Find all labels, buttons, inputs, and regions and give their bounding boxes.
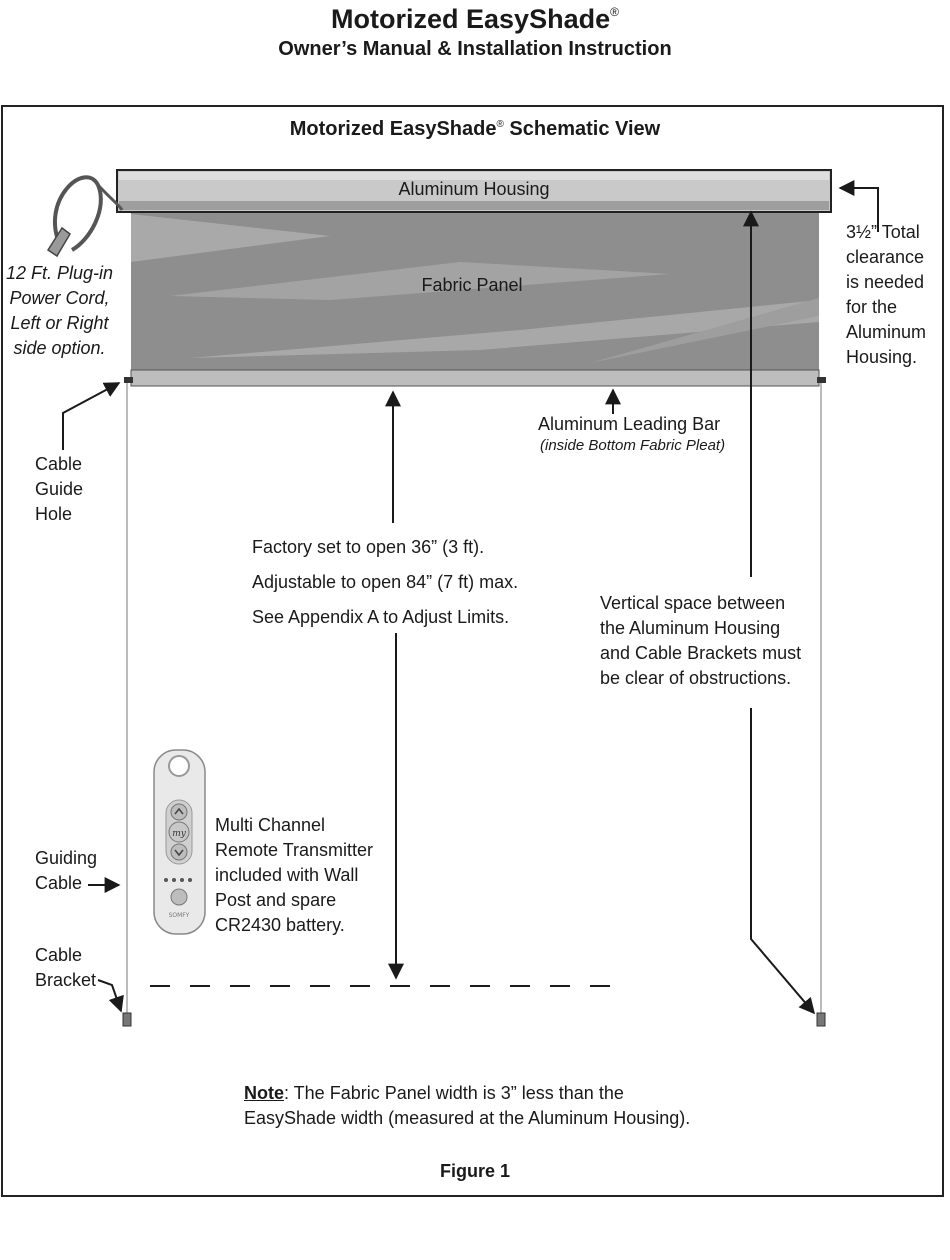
- remote-down-button-icon: [170, 843, 188, 861]
- cable-bracket-label: Cable Bracket: [35, 943, 96, 993]
- factory-settings-label: Factory set to open 36” (3 ft). Adjustab…: [252, 530, 518, 635]
- schematic-title-suffix: Schematic View: [503, 118, 661, 140]
- remote-up-button-icon: [170, 803, 188, 821]
- cable-guide-hole-line-3: Hole: [35, 504, 73, 524]
- vertical-space-line-1: Vertical space between: [600, 593, 786, 613]
- guiding-cable-label: Guiding Cable: [35, 846, 97, 896]
- clearance-line-6: Housing.: [846, 347, 918, 367]
- cable-bracket-line-2: Bracket: [35, 970, 97, 990]
- cable-bracket-arrow: [97, 979, 124, 1013]
- remote-stop-button-icon: [170, 888, 188, 906]
- fabric-panel-label: Fabric Panel: [421, 275, 523, 295]
- cable-guide-hole-right: [817, 377, 826, 383]
- power-cord-line-2: Power Cord,: [9, 288, 110, 308]
- aluminum-housing: [116, 169, 832, 213]
- cable-guide-hole-line-1: Cable: [35, 454, 83, 474]
- power-cord-label: 12 Ft. Plug-in Power Cord, Left or Right…: [2, 261, 117, 361]
- factory-line-3: See Appendix A to Adjust Limits.: [252, 607, 510, 627]
- clearance-line-1: 3½” Total: [846, 222, 920, 242]
- vertical-space-line-4: be clear of obstructions.: [600, 668, 792, 688]
- power-cord-line-3: Left or Right: [10, 313, 109, 333]
- cable-bracket-line-1: Cable: [35, 945, 83, 965]
- document-subtitle: Owner’s Manual & Installation Instructio…: [278, 38, 672, 60]
- cable-guide-hole-left: [124, 377, 133, 383]
- schematic-title: Motorized EasyShade® Schematic View: [0, 118, 950, 141]
- title-text: Motorized EasyShade: [331, 4, 611, 34]
- guiding-cable-line-1: Guiding: [35, 848, 98, 868]
- aluminum-housing-label: Aluminum Housing: [398, 179, 550, 199]
- remote-line-2: Remote Transmitter: [215, 840, 374, 860]
- schematic-registered-mark: ®: [496, 119, 504, 130]
- vertical-space-label: Vertical space between the Aluminum Hous…: [600, 591, 801, 691]
- registered-mark: ®: [610, 5, 619, 19]
- fabric-panel: [130, 211, 820, 387]
- clearance-line-3: is needed: [846, 272, 925, 292]
- clearance-line-4: for the: [846, 297, 898, 317]
- remote-line-3: included with Wall: [215, 865, 359, 885]
- leading-bar-note: (inside Bottom Fabric Pleat): [540, 437, 726, 454]
- cable-bracket-left: [122, 1012, 132, 1027]
- remote-brand-label: SOMFY: [169, 912, 190, 919]
- cable-guide-hole-arrow: [62, 382, 121, 450]
- power-cord-line-1: 12 Ft. Plug-in: [5, 263, 114, 283]
- clearance-arrow: [838, 180, 879, 232]
- clearance-line-2: clearance: [846, 247, 925, 267]
- figure-caption: Figure 1: [439, 1161, 510, 1181]
- power-cord-line-4: side option.: [13, 338, 106, 358]
- document-title: Motorized EasyShade®: [0, 4, 950, 35]
- remote-line-4: Post and spare: [215, 890, 337, 910]
- vertical-space-line-2: the Aluminum Housing: [600, 618, 781, 638]
- remote-my-button-icon: [168, 821, 190, 843]
- factory-line-1: Factory set to open 36” (3 ft).: [252, 537, 485, 557]
- note-text-1: : The Fabric Panel width is 3” less than…: [284, 1083, 624, 1103]
- clearance-label: 3½” Total clearance is needed for the Al…: [846, 220, 941, 370]
- note-line-1: Note: The Fabric Panel width is 3” less …: [244, 1081, 690, 1106]
- schematic-title-text: Motorized EasyShade: [289, 118, 497, 140]
- remote-my-label: my: [172, 829, 187, 839]
- guiding-cable-line-2: Cable: [35, 873, 83, 893]
- vertical-space-line-3: and Cable Brackets must: [600, 643, 802, 663]
- leading-bar-label: Aluminum Leading Bar: [538, 414, 721, 434]
- note-text: Note: The Fabric Panel width is 3” less …: [244, 1081, 690, 1131]
- cable-bracket-right: [816, 1012, 826, 1027]
- cable-guide-hole-label: Cable Guide Hole: [35, 452, 83, 527]
- clearance-line-5: Aluminum: [846, 322, 927, 342]
- figure-frame: [1, 105, 944, 1197]
- factory-line-2: Adjustable to open 84” (7 ft) max.: [252, 572, 519, 592]
- remote-line-1: Multi Channel: [215, 815, 326, 835]
- note-text-2: EasyShade width (measured at the Aluminu…: [244, 1108, 691, 1128]
- remote-transmitter-icon: my SOMFY: [153, 749, 206, 935]
- remote-line-5: CR2430 battery.: [215, 915, 345, 935]
- cable-guide-hole-line-2: Guide: [35, 479, 84, 499]
- vertical-space-arrow-down: [750, 708, 816, 1015]
- note-label: Note: [244, 1083, 284, 1103]
- remote-transmitter-label: Multi Channel Remote Transmitter include…: [215, 813, 373, 938]
- power-cord-icon: [46, 175, 124, 258]
